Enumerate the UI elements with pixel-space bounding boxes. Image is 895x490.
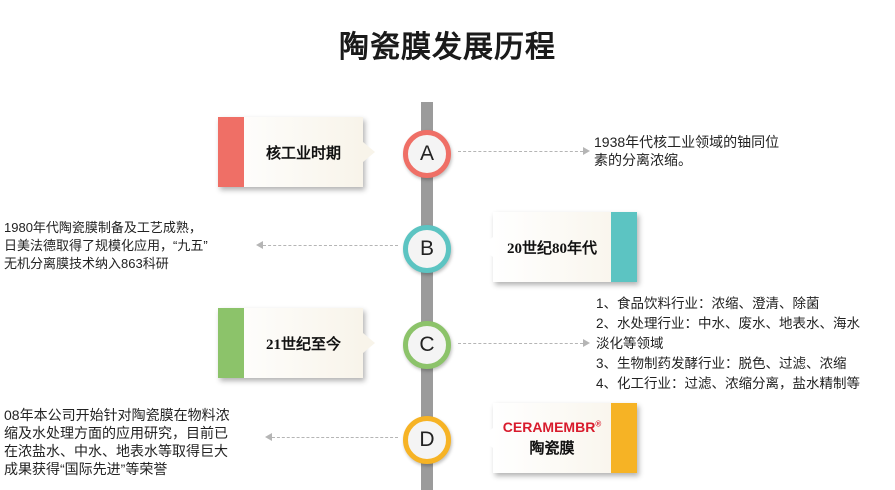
stage-c-label: 21世纪至今 (265, 336, 341, 353)
stage-c-card: 21世纪至今 (218, 308, 375, 378)
stage-b-stripe (611, 212, 637, 282)
stage-c-node: C (403, 321, 451, 369)
stage-d-label: 陶瓷膜 (529, 440, 575, 457)
stage-a-letter: A (419, 142, 434, 165)
stage-b-arrow (256, 241, 263, 249)
stage-c-stripe (218, 308, 244, 378)
stage-d-connector (272, 437, 398, 438)
stage-a-card: 核工业时期 (218, 117, 375, 187)
stage-a-connector (458, 151, 583, 152)
stage-b-card: 20世纪80年代 (481, 212, 637, 282)
stage-a-arrow (583, 147, 590, 155)
stage-a-node: A (403, 130, 451, 178)
stage-d-card: CERAMEMBR® 陶瓷膜 (481, 403, 637, 473)
stage-c-description: 1、食品饮料行业：浓缩、澄清、除菌 2、水处理行业：中水、废水、地表水、海水 淡… (596, 296, 861, 391)
stage-d-description: 08年本公司开始针对陶瓷膜在物料浓 缩及水处理方面的应用研究，目前已 在浓盐水、… (4, 407, 230, 477)
stage-a-stripe (218, 117, 244, 187)
stage-c-pointer (363, 333, 375, 353)
stage-d-node: D (403, 416, 451, 464)
ceramembr-logo: CERAMEMBR® (502, 418, 602, 435)
stage-a-description: 1938年代核工业领域的铀同位 素的分离浓缩。 (594, 134, 780, 168)
stage-c-letter: C (419, 333, 435, 356)
stage-a-pointer (363, 142, 375, 162)
stage-b-label: 20世纪80年代 (506, 240, 597, 257)
stage-d-letter: D (419, 428, 435, 451)
stage-d-logo-block: CERAMEMBR® 陶瓷膜 (503, 419, 601, 458)
stage-b-letter: B (419, 237, 434, 260)
stage-c-arrow (583, 339, 590, 347)
stage-a-label: 核工业时期 (265, 145, 341, 162)
stage-d-arrow (265, 433, 272, 441)
stage-b-description: 1980年代陶瓷膜制备及工艺成熟， 日美法德取得了规模化应用，“九五” 无机分离… (4, 220, 208, 271)
stage-b-node: B (403, 225, 451, 273)
stage-d-stripe (611, 403, 637, 473)
stage-b-pointer (481, 237, 493, 257)
stage-d-pointer (481, 428, 493, 448)
stage-b-connector (263, 245, 398, 246)
timeline-axis (421, 102, 433, 490)
stage-c-connector (458, 343, 583, 344)
page-title: 陶瓷膜发展历程 (339, 31, 556, 64)
